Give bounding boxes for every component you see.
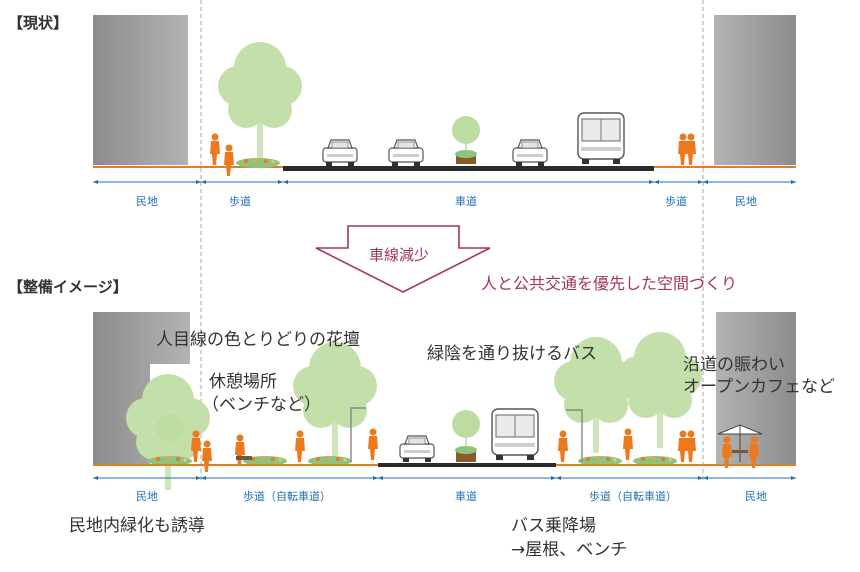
annotation-private-greening: 民地内緑化も誘導: [69, 516, 205, 536]
zone-label-plan-sidewalk-left: 歩道（自転車道）: [243, 490, 331, 503]
zone-label-current-private-right: 民地: [735, 195, 757, 208]
annotation-rest-area-line1: 休憩場所: [209, 372, 277, 392]
annotation-bus-stop-line1: バス乗降場: [511, 516, 596, 536]
header-plan: 【整備イメージ】: [8, 278, 128, 296]
annotation-bus-stop-line2: →屋根、ベンチ: [511, 540, 628, 560]
zone-label-plan-private-left: 民地: [136, 490, 158, 503]
zone-label-current-roadway: 車道: [455, 195, 477, 208]
zone-label-current-sidewalk-right: 歩道: [665, 195, 687, 208]
zone-label-plan-roadway: 車道: [455, 490, 477, 503]
lane-reduction-label: 車線減少: [369, 246, 430, 264]
zone-label-plan-sidewalk-right: 歩道（自転車道）: [589, 490, 677, 503]
annotation-roadside-line2: オープンカフェなど: [683, 377, 835, 397]
zone-label-current-sidewalk-left: 歩道: [229, 195, 251, 208]
annotation-roadside-line1: 沿道の賑わい: [683, 355, 785, 375]
annotation-rest-area-line2: （ベンチなど）: [202, 395, 321, 415]
annotation-flowerbed: 人目線の色とりどりの花壇: [156, 330, 360, 350]
annotation-bus-green: 緑陰を通り抜けるバス: [427, 344, 597, 364]
zone-label-plan-private-right: 民地: [745, 490, 767, 503]
slogan: 人と公共交通を優先した空間づくり: [481, 274, 738, 293]
zone-label-current-private-left: 民地: [136, 195, 158, 208]
header-current: 【現状】: [8, 14, 69, 32]
